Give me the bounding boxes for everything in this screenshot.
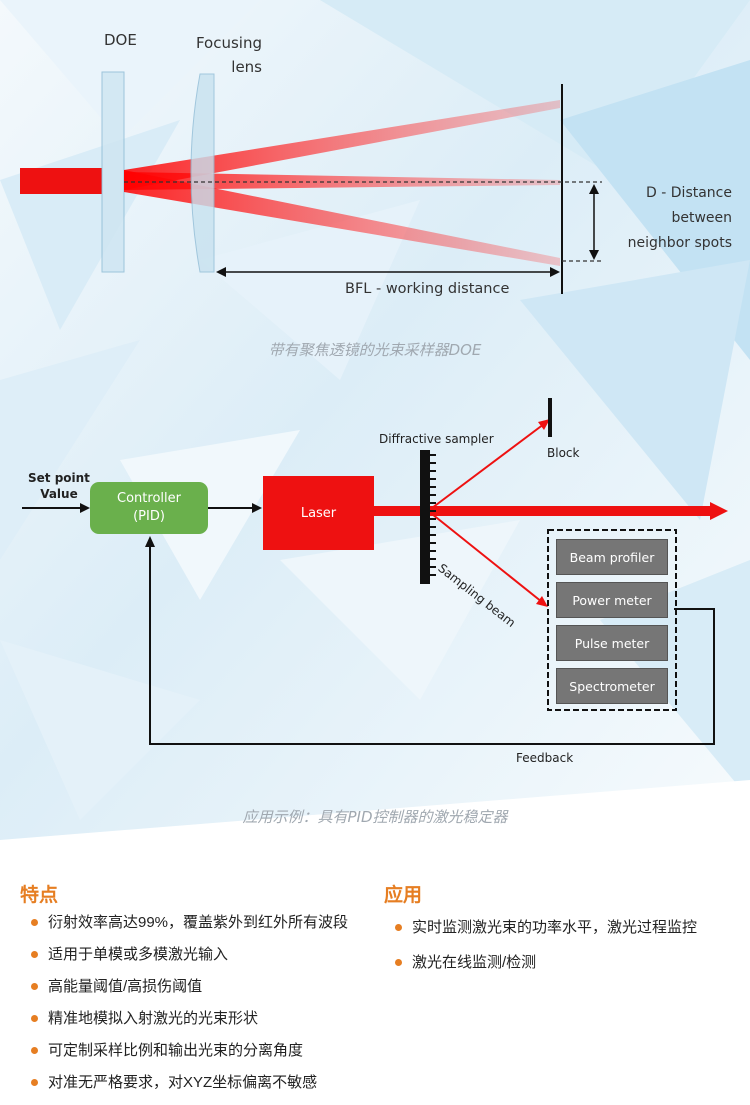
pulse-meter-box: Pulse meter bbox=[556, 625, 668, 661]
bullet-icon bbox=[395, 959, 402, 966]
bullet-icon bbox=[31, 919, 38, 926]
background-graphic bbox=[0, 0, 750, 860]
upper-beam bbox=[124, 100, 560, 190]
center-beam bbox=[124, 172, 560, 190]
laser-box: Laser bbox=[263, 476, 374, 550]
applications-title: 应用 bbox=[384, 885, 423, 906]
list-item: 高能量阈值/高损伤阈值 bbox=[30, 977, 348, 1009]
figure1-caption: 带有聚焦透镜的光束采样器DOE bbox=[268, 341, 482, 359]
sampling-beam bbox=[431, 513, 543, 603]
reflected-beam-up bbox=[431, 423, 545, 509]
power-meter-box: Power meter bbox=[556, 582, 668, 618]
feedback-line bbox=[149, 546, 715, 745]
input-beam bbox=[20, 168, 102, 194]
lower-beam bbox=[124, 170, 560, 266]
beam-profiler-box: Beam profiler bbox=[556, 539, 668, 575]
list-item: 可定制采样比例和输出光束的分离角度 bbox=[30, 1041, 348, 1073]
features-list: 衍射效率高达99%，覆盖紫外到红外所有波段 适用于单模或多模激光输入 高能量阈值… bbox=[30, 913, 348, 1105]
spectrometer-box: Spectrometer bbox=[556, 668, 668, 704]
bullet-icon bbox=[31, 1047, 38, 1054]
focusing-lens-label: Focusing lens bbox=[195, 34, 262, 76]
bullet-icon bbox=[31, 983, 38, 990]
laser-label: Laser bbox=[300, 505, 337, 521]
figure2-caption: 应用示例：具有PID控制器的激光稳定器 bbox=[242, 808, 508, 826]
list-item: 激光在线监测/检测 bbox=[394, 953, 697, 985]
bfl-label: BFL - working distance bbox=[345, 281, 510, 297]
doe-label: DOE bbox=[104, 31, 137, 49]
controller-box: Controller (PID) bbox=[90, 482, 208, 534]
output-beam bbox=[373, 506, 713, 516]
set-point-label: Set point Value bbox=[28, 471, 90, 501]
bullet-icon bbox=[31, 1015, 38, 1022]
list-item: 对准无严格要求，对XYZ坐标偏离不敏感 bbox=[30, 1073, 348, 1105]
list-item: 精准地模拟入射激光的光束形状 bbox=[30, 1009, 348, 1041]
focusing-lens bbox=[190, 73, 215, 273]
block-label: Block bbox=[547, 446, 580, 460]
features-title: 特点 bbox=[20, 885, 59, 906]
bullet-icon bbox=[31, 1079, 38, 1086]
bullet-icon bbox=[31, 951, 38, 958]
pid-diagram bbox=[22, 398, 728, 745]
list-item: 实时监测激光束的功率水平，激光过程监控 bbox=[394, 918, 697, 953]
controller-label: Controller (PID) bbox=[117, 491, 181, 524]
distance-label: D - Distance between neighbor spots bbox=[627, 185, 732, 251]
doe-diagram bbox=[20, 71, 602, 294]
applications-list: 实时监测激光束的功率水平，激光过程监控 激光在线监测/检测 bbox=[394, 918, 697, 985]
doe-element bbox=[101, 71, 125, 273]
list-item: 适用于单模或多模激光输入 bbox=[30, 945, 348, 977]
sampler-label: Diffractive sampler bbox=[379, 432, 494, 446]
diffractive-sampler bbox=[420, 450, 436, 584]
list-item: 衍射效率高达99%，覆盖紫外到红外所有波段 bbox=[30, 913, 348, 945]
feedback-label: Feedback bbox=[516, 751, 574, 765]
instrument-group-frame bbox=[547, 529, 677, 711]
bullet-icon bbox=[395, 924, 402, 931]
